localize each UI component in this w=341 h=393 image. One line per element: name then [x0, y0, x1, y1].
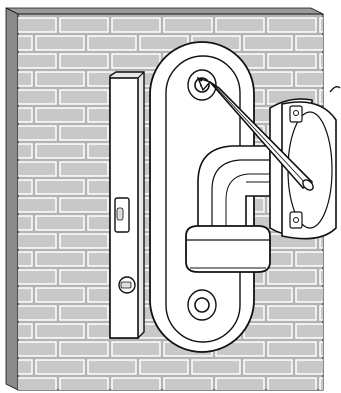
brick: [36, 252, 84, 266]
brick: [244, 360, 292, 374]
brick: [164, 18, 212, 32]
bracket-collar: [186, 226, 270, 272]
brick: [112, 54, 160, 68]
brick: [216, 378, 264, 392]
brick: [296, 324, 341, 338]
brick: [268, 54, 316, 68]
brick: [60, 306, 108, 320]
brick: [60, 54, 108, 68]
brick: [60, 234, 108, 248]
brick: [88, 360, 136, 374]
brick: [296, 36, 341, 50]
brick: [88, 36, 136, 50]
brick: [268, 342, 316, 356]
brick: [60, 270, 108, 284]
speaker-cable: [330, 87, 340, 92]
brick: [296, 252, 341, 266]
brick: [36, 216, 84, 230]
brick: [268, 18, 316, 32]
brick: [60, 90, 108, 104]
brick: [112, 18, 160, 32]
brick: [140, 360, 188, 374]
brick: [268, 306, 316, 320]
brick: [60, 342, 108, 356]
brick: [268, 378, 316, 392]
brick: [36, 36, 84, 50]
brick: [296, 360, 341, 374]
brick: [216, 18, 264, 32]
wall-top-edge: [6, 8, 323, 14]
brick: [244, 36, 292, 50]
level-vial-round-bubble: [121, 282, 131, 288]
brick: [60, 18, 108, 32]
brick: [296, 288, 341, 302]
brick: [36, 108, 84, 122]
brick: [36, 144, 84, 158]
brick: [36, 288, 84, 302]
brick: [36, 72, 84, 86]
brick: [192, 360, 240, 374]
brick: [164, 378, 212, 392]
brick: [36, 324, 84, 338]
collar-body: [186, 226, 270, 272]
brick: [112, 378, 160, 392]
brick: [112, 342, 160, 356]
wall-bracket: [150, 42, 270, 352]
brick: [60, 162, 108, 176]
brick: [60, 378, 108, 392]
brick: [36, 180, 84, 194]
bottom-hole: [195, 298, 209, 312]
speaker-screw-bottom: [294, 218, 299, 223]
level-vial-vertical-bubble: [117, 208, 123, 220]
brick: [36, 360, 84, 374]
brick: [60, 126, 108, 140]
brick: [296, 72, 341, 86]
brick: [268, 270, 316, 284]
brick: [244, 324, 292, 338]
speaker-screw-top: [294, 111, 299, 116]
spirit-level: [110, 72, 144, 338]
bottom-screw-hole: [188, 290, 216, 320]
brick: [60, 198, 108, 212]
wall-left-edge: [6, 8, 18, 390]
